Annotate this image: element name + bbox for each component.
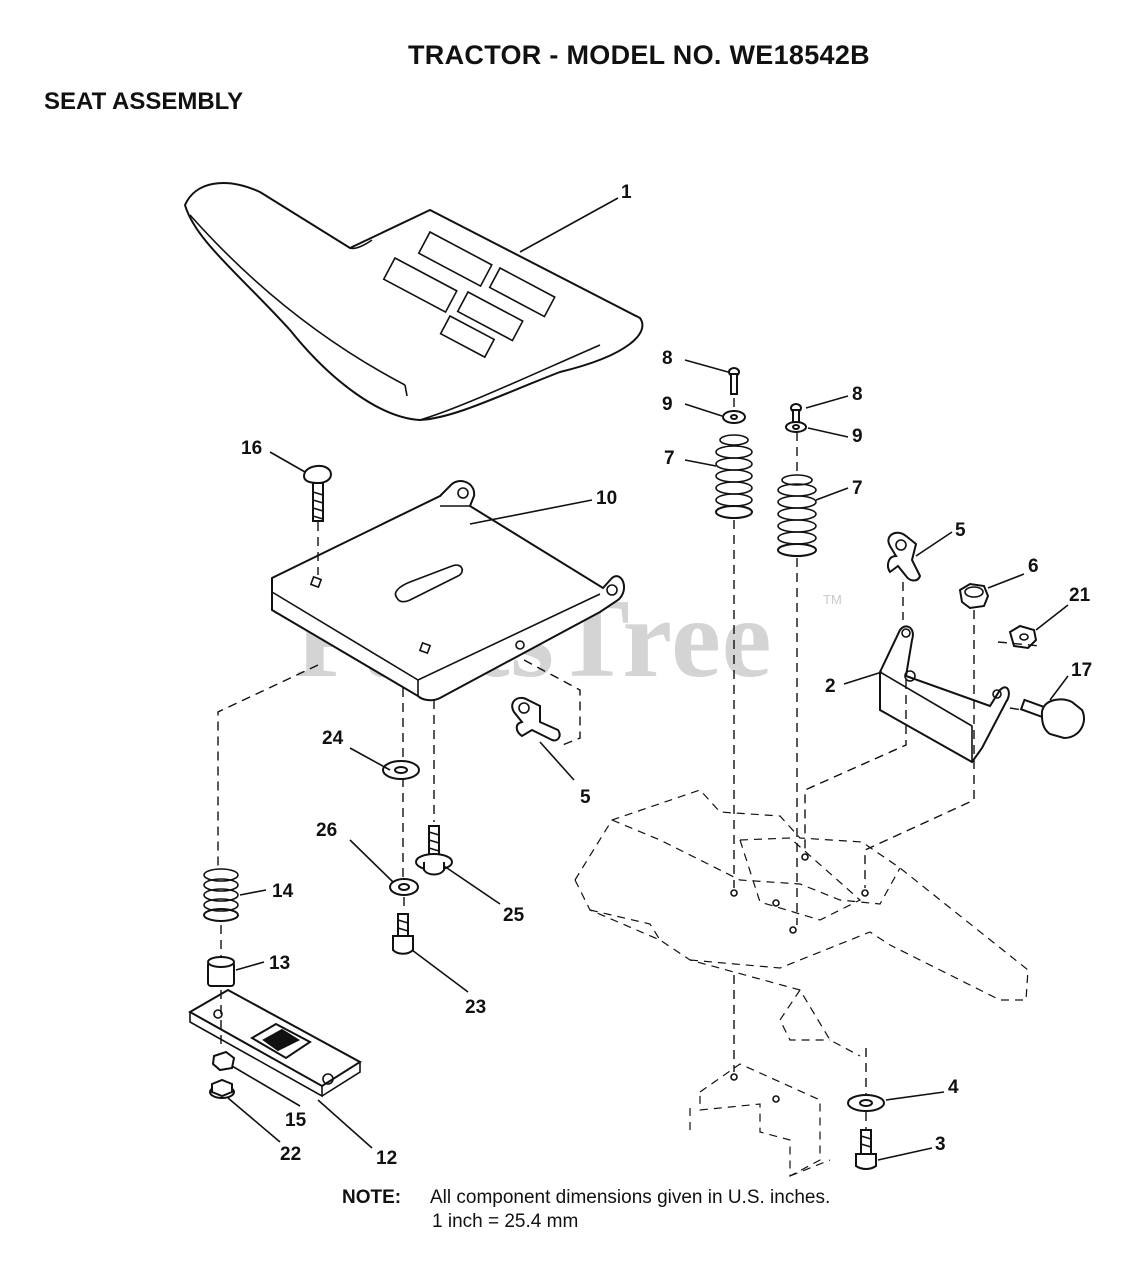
callout-15: 13 — [269, 953, 290, 974]
bolt-23-part[interactable] — [392, 913, 414, 955]
nut-13-part[interactable] — [211, 1050, 236, 1072]
callout-labels: 1 10 16 8 9 7 8 9 7 5 6 21 2 17 5 24 26 … — [241, 182, 1092, 1169]
callout-2: 2 — [825, 676, 836, 697]
callout-3: 3 — [935, 1134, 946, 1155]
bracket-2-part[interactable] — [879, 625, 1010, 764]
nut-17-part[interactable] — [209, 1078, 235, 1099]
callout-10: 10 — [596, 488, 617, 509]
assembly-lines — [217, 398, 1041, 1138]
callout-8-left: 8 — [662, 348, 673, 369]
clip-5-right-part[interactable] — [887, 531, 922, 582]
leader-lines — [227, 197, 1069, 1161]
callout-5-left: 5 — [580, 787, 591, 808]
note-label: NOTE: — [342, 1187, 402, 1208]
callout-26: 26 — [316, 820, 337, 841]
callout-6: 6 — [1028, 556, 1039, 577]
callout-5-right: 5 — [955, 520, 966, 541]
page-title: TRACTOR - MODEL NO. WE18542B — [408, 40, 870, 70]
callout-9-right: 9 — [852, 426, 863, 447]
callout-14: 16 — [241, 438, 262, 459]
washer-26-part[interactable] — [389, 878, 419, 896]
carriage-bolt-14-part[interactable] — [302, 465, 333, 522]
callout-13: 15 — [285, 1110, 307, 1131]
spring-7-left-part[interactable] — [715, 434, 753, 519]
callout-9-left: 9 — [662, 394, 673, 415]
nut-6-part[interactable] — [958, 582, 990, 610]
watermark-trademark: TM — [823, 592, 842, 607]
knob-21-part[interactable] — [1019, 698, 1085, 740]
callout-16: 14 — [272, 881, 294, 902]
bolt-3-part[interactable] — [855, 1129, 877, 1170]
slide-12-part[interactable] — [187, 988, 362, 1098]
spacer-15-part[interactable] — [207, 956, 235, 987]
clip-5-left-part[interactable] — [511, 696, 561, 742]
dimensions-note: NOTE: All component dimensions given in U… — [342, 1186, 830, 1234]
washer-9-left-part[interactable] — [722, 410, 746, 424]
callout-21: 17 — [1071, 660, 1092, 681]
spring-7-right-part[interactable] — [777, 474, 817, 557]
callout-8-right: 8 — [852, 384, 863, 405]
callout-24: 24 — [322, 728, 344, 749]
bolt-25-part[interactable] — [415, 825, 453, 876]
screw-8-left-part[interactable] — [728, 367, 740, 395]
seat-pan-part[interactable] — [271, 480, 626, 702]
seat-part[interactable] — [183, 182, 644, 422]
callout-25: 25 — [503, 905, 525, 926]
callout-7-right: 7 — [852, 478, 863, 499]
section-title: SEAT ASSEMBLY — [44, 88, 244, 115]
callout-4: 4 — [948, 1077, 959, 1098]
callout-7-left: 7 — [664, 448, 675, 469]
note-line-2: 1 inch = 25.4 mm — [432, 1211, 579, 1232]
callout-23: 23 — [465, 997, 486, 1018]
callout-1: 1 — [621, 182, 632, 203]
washer-24-part[interactable] — [382, 760, 420, 780]
nut-22-part[interactable] — [1008, 624, 1038, 650]
washer-9-right-part[interactable] — [785, 421, 807, 433]
spring-16-part[interactable] — [203, 868, 239, 922]
note-line-1: All component dimensions given in U.S. i… — [430, 1187, 831, 1208]
fender-outline — [574, 789, 1029, 1177]
callout-12: 12 — [376, 1148, 397, 1169]
washer-4-part[interactable] — [847, 1094, 885, 1112]
callout-22: 21 — [1069, 585, 1091, 606]
callout-17: 22 — [280, 1144, 301, 1165]
